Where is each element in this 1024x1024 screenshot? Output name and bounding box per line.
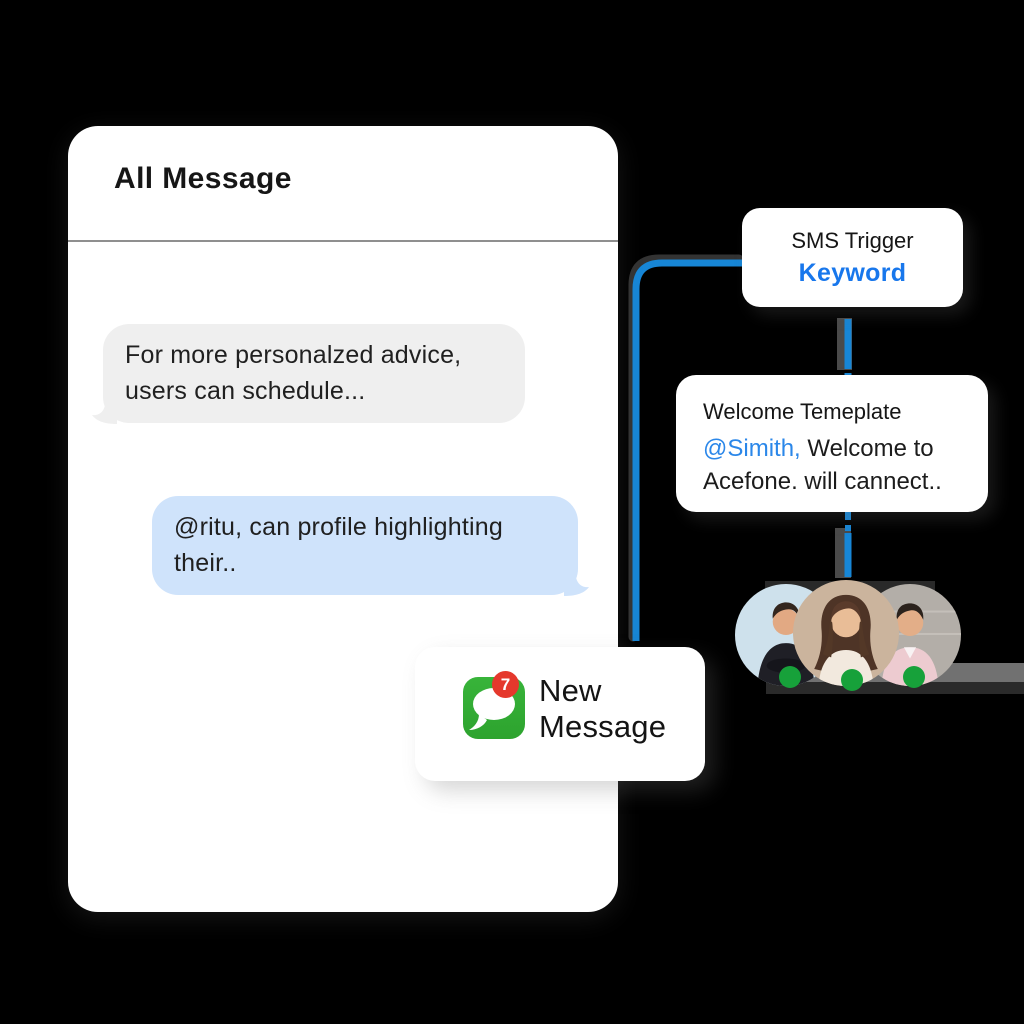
received-message-text: For more personalzed advice, users can s… [125,341,462,406]
online-status-dot [779,666,801,688]
welcome-template-title: Welcome Temeplate [703,399,902,424]
message-app-icon-wrap: 7 [463,671,525,739]
elbow-connector-line [632,259,742,641]
sms-trigger-card[interactable]: SMS Trigger Keyword [742,208,963,307]
new-message-card[interactable]: 7 New Message [415,647,705,781]
sent-message-bubble: @ritu, can profile highlighting their.. [152,496,589,596]
avatar-woman-brown-hair[interactable] [793,580,899,686]
panel-title: All Message [114,162,292,195]
bubble-tail-left [92,399,117,424]
sms-trigger-keyword: Keyword [798,258,907,287]
unread-count-badge: 7 [492,671,519,698]
mention-text: @Simith, [703,435,801,462]
received-message-bubble: For more personalzed advice, users can s… [92,324,525,424]
avatar-2-illustration [793,580,899,686]
bubble-tail-right [564,571,589,596]
avatar-bottom-shadow-dark [766,682,1024,694]
recipient-avatars-group [735,580,961,691]
panel-divider [68,240,618,242]
welcome-template-card[interactable]: Welcome Temeplate @Simith, Welcome to Ac… [676,375,988,512]
online-status-dot [903,666,925,688]
new-message-label: New Message [539,673,667,744]
sent-message-text: @ritu, can profile highlighting their.. [174,513,503,578]
welcome-body-text: Welcome to Acefone. will cannect.. [703,435,942,496]
welcome-template-body: @Simith, Welcome to Acefone. will cannec… [703,432,961,498]
sms-trigger-title: SMS Trigger [791,227,914,253]
online-status-dot [841,669,863,691]
all-messages-panel: All Message For more personalzed advice,… [68,126,618,912]
